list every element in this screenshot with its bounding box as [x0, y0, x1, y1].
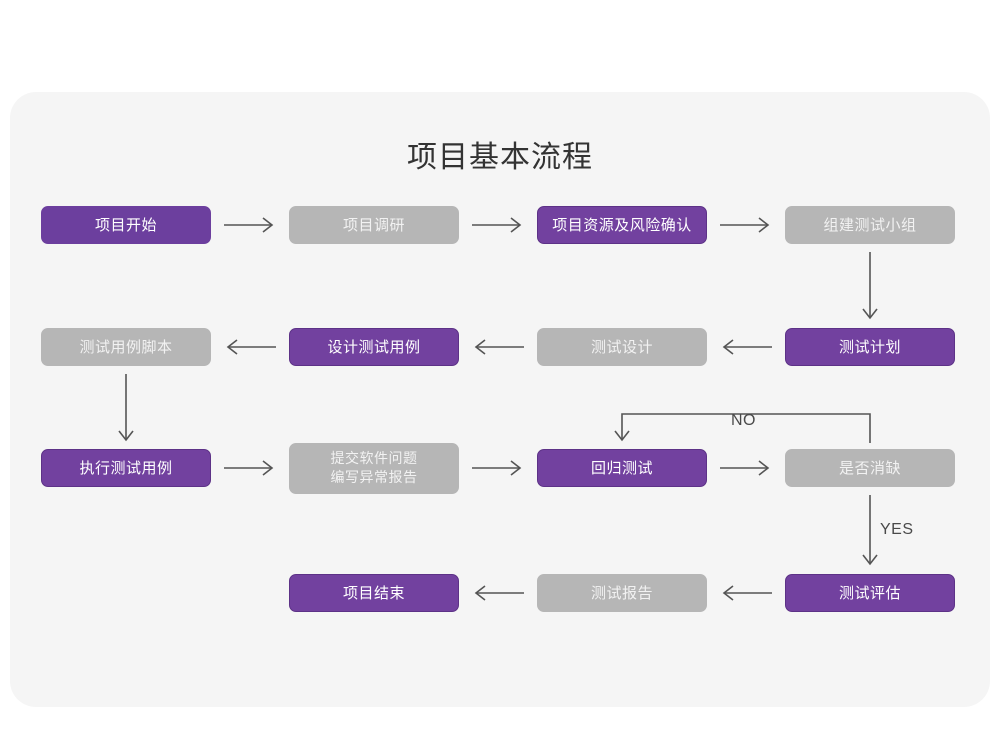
node-project-end[interactable]: 项目结束	[289, 574, 459, 612]
node-label: 组建测试小组	[823, 216, 917, 234]
node-label: 测试用例脚本	[79, 338, 173, 356]
node-defect-resolved[interactable]: 是否消缺	[785, 449, 955, 487]
node-label: 测试计划	[838, 338, 901, 356]
node-test-evaluation[interactable]: 测试评估	[785, 574, 955, 612]
node-label: 测试评估	[838, 584, 901, 602]
node-submit-issue-report[interactable]: 提交软件问题 编写异常报告	[289, 443, 459, 494]
node-test-design[interactable]: 测试设计	[537, 328, 707, 366]
node-regression-test[interactable]: 回归测试	[537, 449, 707, 487]
flowchart-panel	[10, 92, 990, 707]
node-test-plan[interactable]: 测试计划	[785, 328, 955, 366]
node-label: 是否消缺	[838, 459, 901, 477]
node-project-start[interactable]: 项目开始	[41, 206, 211, 244]
node-label: 执行测试用例	[79, 459, 173, 477]
node-label: 项目结束	[342, 584, 405, 602]
node-label: 测试设计	[590, 338, 653, 356]
node-test-case-script[interactable]: 测试用例脚本	[41, 328, 211, 366]
node-label: 项目开始	[94, 216, 157, 234]
node-execute-test-case[interactable]: 执行测试用例	[41, 449, 211, 487]
node-resource-risk-confirm[interactable]: 项目资源及风险确认	[537, 206, 707, 244]
node-label: 回归测试	[590, 459, 653, 477]
node-test-report[interactable]: 测试报告	[537, 574, 707, 612]
node-label: 测试报告	[590, 584, 653, 602]
node-design-test-case[interactable]: 设计测试用例	[289, 328, 459, 366]
edge-label-no: NO	[731, 412, 756, 429]
node-project-research[interactable]: 项目调研	[289, 206, 459, 244]
page-title: 项目基本流程	[407, 140, 593, 175]
node-label: 提交软件问题 编写异常报告	[330, 450, 418, 486]
edge-label-yes: YES	[880, 521, 914, 538]
node-build-test-team[interactable]: 组建测试小组	[785, 206, 955, 244]
node-label: 项目调研	[342, 216, 405, 234]
node-label: 项目资源及风险确认	[552, 216, 692, 234]
node-label: 设计测试用例	[327, 338, 421, 356]
